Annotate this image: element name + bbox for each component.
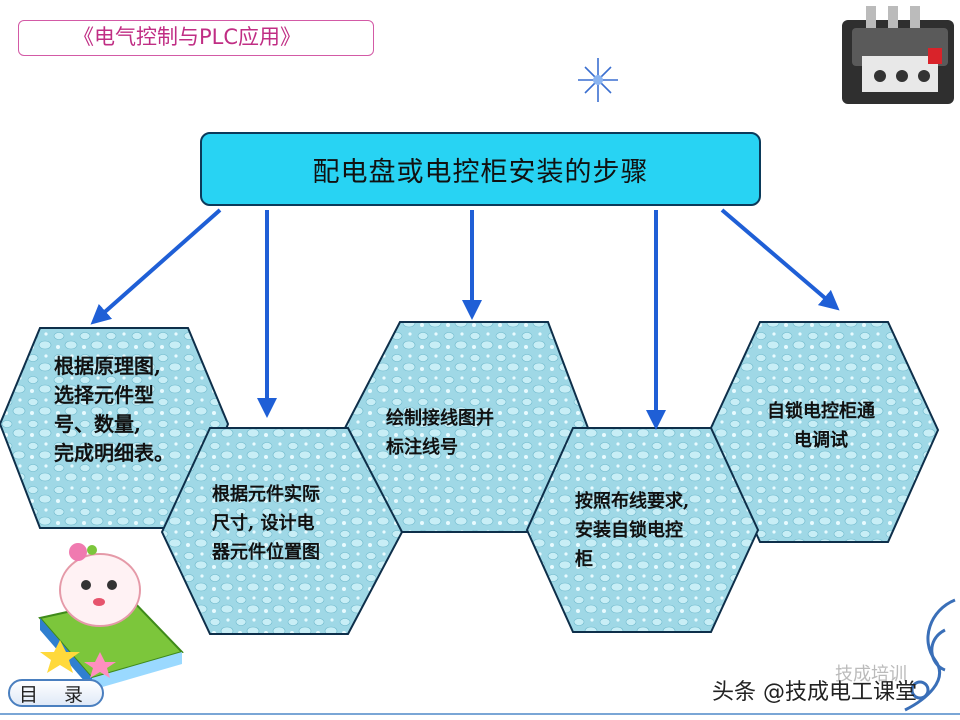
step-hexagon-2 [160,427,404,635]
arrow-1 [90,208,222,325]
step-3-text: 绘制接线图并 标注线号 [386,408,494,458]
footer-divider [0,713,960,715]
thermal-relay-image [842,6,954,104]
mascot-book-illustration [38,543,184,690]
course-title: 《电气控制与PLC应用》 [18,20,374,56]
corner-swirl-ornament [904,598,956,712]
faded-logo-text: 技成培训 [835,664,907,685]
step-hexagon-4 [525,427,760,633]
watermark-text: 头条 @技成电工课堂 [712,680,917,705]
step-2-text: 根据元件实际 尺寸, 设计电 器元件位置图 [212,484,320,563]
step-5-text: 自锁电控柜通 电调试 [767,401,875,451]
arrow-5 [720,208,840,311]
sparkle-icon [578,58,618,102]
main-title-box: 配电盘或电控柜安装的步骤 [200,132,761,206]
step-4-text: 按照布线要求, 安装自锁电控 柜 [575,491,690,570]
table-of-contents-button[interactable]: 目 录 [8,679,104,707]
step-1-text: 根据原理图, 选择元件型 号、数量, 完成明细表。 [54,354,174,465]
